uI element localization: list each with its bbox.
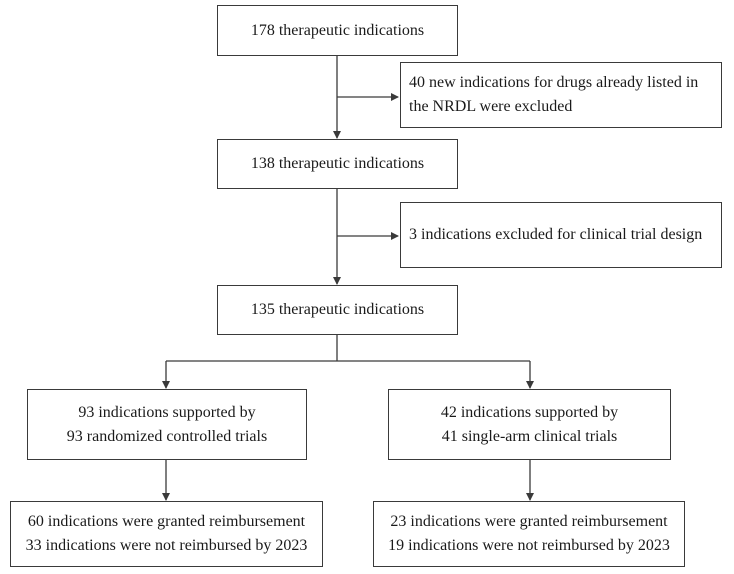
split-box: 135 therapeutic indications bbox=[217, 285, 458, 335]
middle-box: 138 therapeutic indications bbox=[217, 139, 458, 189]
rct-outcome-line-1: 60 indications were granted reimbursemen… bbox=[27, 513, 306, 530]
exclusion-1-line-1: 40 new indications for drugs already lis… bbox=[409, 74, 699, 91]
single-arm-outcome-line-1: 23 indications were granted reimbursemen… bbox=[390, 513, 668, 530]
single-arm-box: 42 indications supported by 41 single-ar… bbox=[388, 389, 671, 460]
single-arm-outcome-box: 23 indications were granted reimbursemen… bbox=[373, 501, 685, 567]
rct-line-1: 93 indications supported by bbox=[78, 403, 256, 421]
exclusion-box-2: 3 indications excluded for clinical tria… bbox=[400, 202, 722, 268]
rct-box: 93 indications supported by 93 randomize… bbox=[27, 389, 307, 460]
single-arm-line-2: 41 single-arm clinical trials bbox=[441, 427, 618, 445]
single-arm-line-1: 42 indications supported by bbox=[440, 403, 619, 421]
exclusion-1-line-2: the NRDL were excluded bbox=[409, 98, 573, 115]
middle-box-text: 138 therapeutic indications bbox=[250, 155, 425, 172]
split-box-text: 135 therapeutic indications bbox=[250, 301, 425, 318]
top-box: 178 therapeutic indications bbox=[217, 5, 458, 56]
exclusion-box-1: 40 new indications for drugs already lis… bbox=[400, 62, 722, 128]
exclusion-2-line-1: 3 indications excluded for clinical tria… bbox=[409, 226, 703, 243]
rct-outcome-box: 60 indications were granted reimbursemen… bbox=[10, 501, 323, 567]
rct-outcome-line-2: 33 indications were not reimbursed by 20… bbox=[25, 537, 308, 554]
top-box-text: 178 therapeutic indications bbox=[250, 21, 425, 39]
rct-line-2: 93 randomized controlled trials bbox=[66, 427, 268, 445]
single-arm-outcome-line-2: 19 indications were not reimbursed by 20… bbox=[388, 537, 670, 554]
